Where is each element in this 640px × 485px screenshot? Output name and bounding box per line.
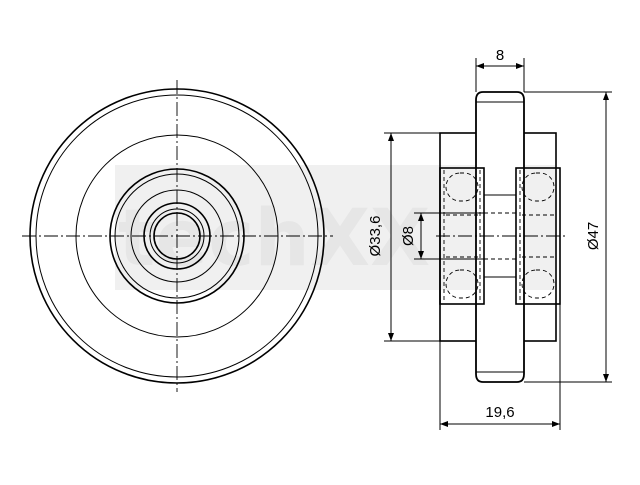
dim-19-6-label: 19,6 — [485, 404, 514, 421]
dim-8-dia-label: Ø8 — [400, 226, 417, 246]
dim-47-label: Ø47 — [585, 222, 602, 250]
dim-33-6-label: Ø33,6 — [367, 216, 384, 257]
left-bearing-ball-bottom — [445, 269, 479, 299]
dim-8-label: 8 — [496, 47, 504, 64]
right-bearing-ball-top — [521, 172, 555, 202]
left-bearing-ball-top — [445, 172, 479, 202]
outer-rim — [475, 91, 525, 383]
right-bearing-ball-bottom — [521, 269, 555, 299]
side-view — [436, 91, 566, 383]
front-view — [22, 80, 333, 392]
dimensions: 8 19,6 Ø33,6 Ø8 Ø47 — [367, 47, 612, 430]
